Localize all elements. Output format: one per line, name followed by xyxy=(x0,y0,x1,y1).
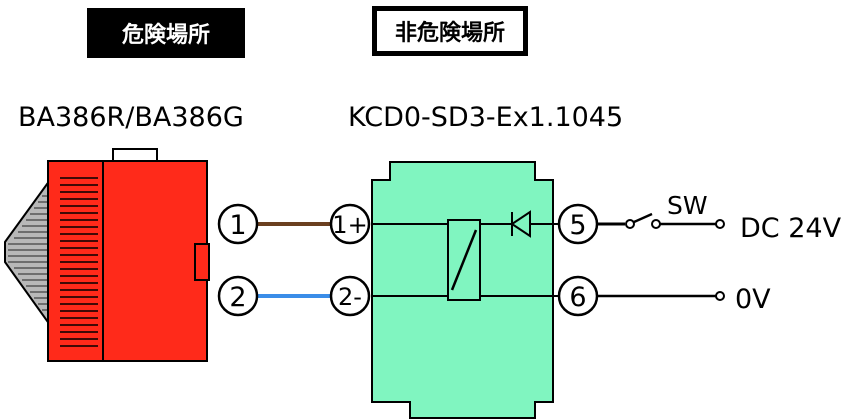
beacon-model-label: BA386R/BA386G xyxy=(18,102,244,133)
svg-text:2: 2 xyxy=(229,282,246,313)
isolator-barrier xyxy=(371,161,560,419)
barrier-model-label: KCD0-SD3-Ex1.1045 xyxy=(348,102,624,133)
svg-text:1+: 1+ xyxy=(332,211,367,239)
switch-lever xyxy=(633,212,653,224)
non-hazardous-area-label: 非危険場所 xyxy=(372,6,528,56)
supply-negative-label: 0V xyxy=(735,284,771,315)
terminal-barrier-1: 1+ xyxy=(329,203,371,245)
terminal-beacon-2: 2 xyxy=(217,275,259,317)
diode-icon xyxy=(510,210,531,238)
beacon-device xyxy=(4,148,210,362)
terminal-beacon-1: 1 xyxy=(217,203,259,245)
positive-terminal-dot xyxy=(715,219,725,229)
switch-label: SW xyxy=(667,191,708,220)
supply-positive-label: DC 24V xyxy=(740,213,842,244)
svg-text:1: 1 xyxy=(229,210,246,241)
terminal-barrier-6: 6 xyxy=(557,275,599,317)
svg-text:2-: 2- xyxy=(338,283,362,311)
terminal-barrier-2: 2- xyxy=(329,275,371,317)
terminal-barrier-5: 5 xyxy=(557,203,599,245)
svg-text:5: 5 xyxy=(569,210,586,241)
hazardous-area-label: 危険場所 xyxy=(87,8,245,58)
svg-text:6: 6 xyxy=(569,282,586,313)
negative-terminal-dot xyxy=(715,291,725,301)
